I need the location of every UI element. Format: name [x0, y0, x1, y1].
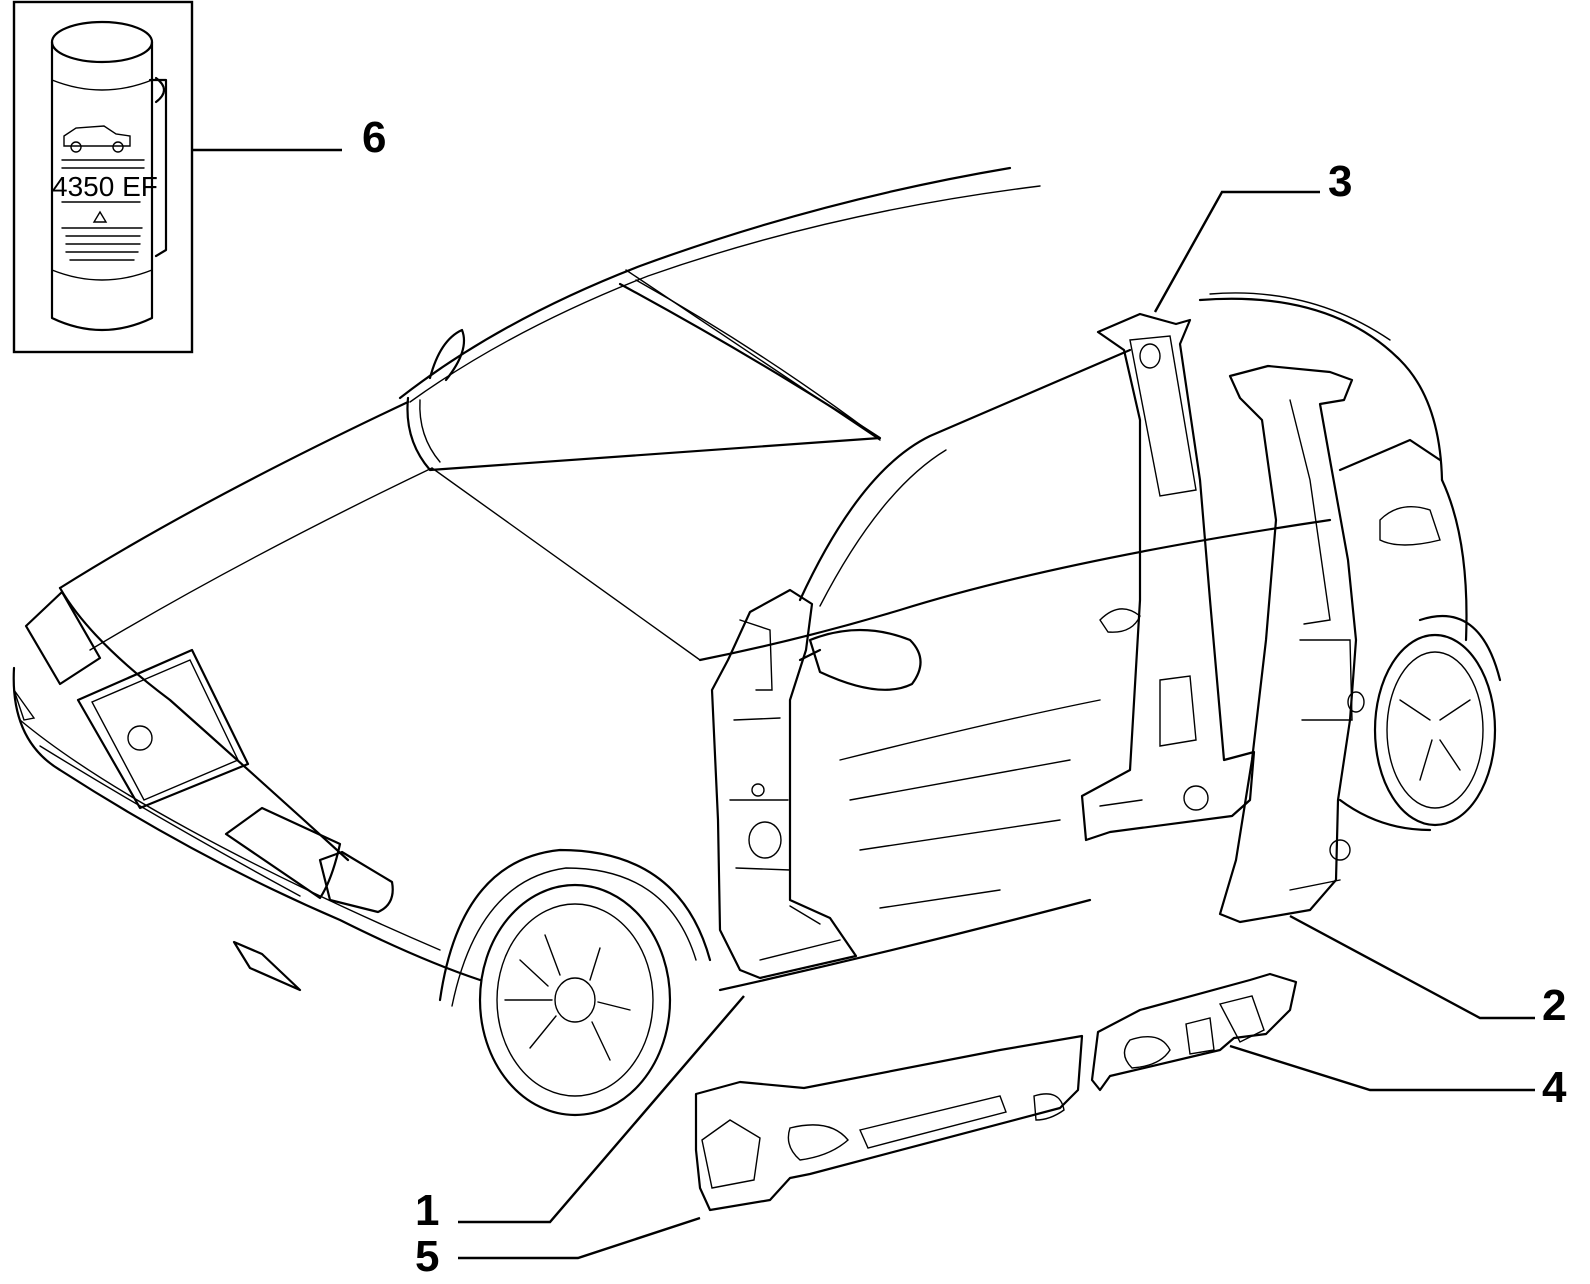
leader-line-1 — [458, 995, 745, 1224]
front-wheel — [478, 883, 672, 1117]
part-5-front-sill — [694, 1034, 1084, 1212]
part-3-b-pillar — [1080, 312, 1256, 842]
inset-frame — [12, 0, 194, 354]
sealant-can-icon — [50, 20, 168, 332]
rear-wheel — [1373, 633, 1497, 827]
part-4-rear-sill — [1090, 972, 1298, 1092]
sealant-can-inset: 4350 EF — [12, 0, 194, 354]
car-body-outline — [12, 166, 1502, 1117]
leader-line-4 — [1229, 1044, 1535, 1092]
leader-lines — [192, 148, 1535, 1260]
leader-line-3 — [1153, 190, 1320, 313]
callout-2: 2 — [1542, 981, 1566, 1030]
part-2-c-pillar — [1218, 364, 1365, 924]
callout-numbers: 6 3 2 4 1 5 — [362, 113, 1567, 1281]
leader-line-5 — [458, 1216, 701, 1260]
callout-6: 6 — [362, 113, 386, 162]
part-1-front-pillar — [710, 588, 858, 980]
callout-3: 3 — [1328, 157, 1352, 206]
leader-line-2 — [1289, 914, 1535, 1020]
can-label: 4350 EF — [52, 171, 158, 202]
callout-4: 4 — [1542, 1063, 1567, 1112]
callout-1: 1 — [415, 1186, 439, 1235]
callout-5: 5 — [415, 1232, 439, 1281]
